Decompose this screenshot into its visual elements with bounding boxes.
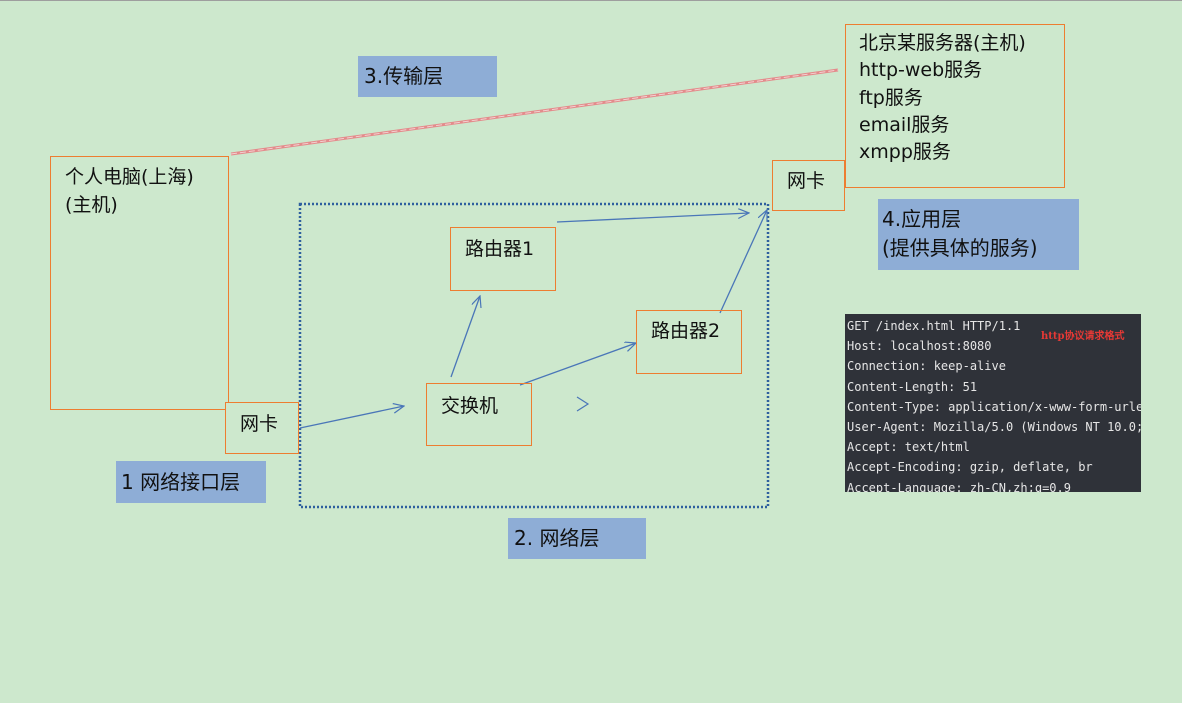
arrow-pc-nic-to-switch xyxy=(299,406,404,429)
http-line: Content-Length: 51 xyxy=(847,379,978,394)
server-service-xmpp: xmpp服务 xyxy=(859,141,951,164)
http-line: Connection: keep-alive xyxy=(847,359,1006,374)
server-host-title: 北京某服务器(主机) xyxy=(859,32,1026,54)
router1-label: 路由器1 xyxy=(465,238,535,260)
pc-host-subtitle: (主机) xyxy=(65,194,118,216)
http-line: Host: localhost:8080 xyxy=(847,339,992,354)
pc-host-title: 个人电脑(上海) xyxy=(65,166,194,188)
router2-label: 路由器2 xyxy=(651,320,721,342)
server-service-email: email服务 xyxy=(859,113,950,136)
http-line: Content-Type: application/x-www-form-url… xyxy=(847,399,1141,414)
layer-label-transport: 3.传输层 xyxy=(358,56,497,97)
http-line: User-Agent: Mozilla/5.0 (Windows NT 10.0… xyxy=(847,420,1141,435)
top-border-line xyxy=(0,0,1182,1)
http-request-note: http协议请求格式 xyxy=(1041,331,1125,342)
arrow-switch-to-router2 xyxy=(519,343,636,386)
server-host-box: 北京某服务器(主机) http-web服务 ftp服务 email服务 xmpp… xyxy=(845,24,1065,188)
http-line: Accept-Language: zh-CN,zh;q=0.9 xyxy=(847,480,1071,492)
http-line: Accept: text/html xyxy=(847,440,970,455)
arrow-switch-to-router1 xyxy=(450,296,480,378)
application-layer-subtitle: (提供具体的服务) xyxy=(882,236,1038,260)
server-nic-box: 网卡 xyxy=(772,160,845,211)
stray-chevron-mark xyxy=(576,396,590,412)
arrow-router1-to-server-nic xyxy=(556,213,749,223)
pc-nic-box: 网卡 xyxy=(225,402,299,454)
layer-label-application: 4.应用层 (提供具体的服务) xyxy=(878,199,1079,270)
switch-box: 交换机 xyxy=(426,383,532,446)
pc-nic-label: 网卡 xyxy=(240,413,279,435)
layer-label-interface: 1 网络接口层 xyxy=(116,461,266,503)
network-layer-region xyxy=(298,202,770,509)
server-nic-label: 网卡 xyxy=(787,170,826,192)
pc-host-box: 个人电脑(上海) (主机) xyxy=(50,156,229,410)
http-line: GET /index.html HTTP/1.1 xyxy=(847,319,1021,333)
http-request-panel: GET /index.html HTTP/1.1 Host: localhost… xyxy=(845,314,1141,492)
arrow-router2-to-server-nic xyxy=(719,210,767,314)
server-service-http: http-web服务 xyxy=(859,59,983,82)
switch-label: 交换机 xyxy=(441,395,499,417)
server-service-ftp: ftp服务 xyxy=(859,86,923,109)
router2-box: 路由器2 xyxy=(636,310,742,374)
router1-box: 路由器1 xyxy=(450,227,556,291)
application-layer-title: 4.应用层 xyxy=(882,207,962,231)
http-line: Accept-Encoding: gzip, deflate, br xyxy=(847,460,1093,475)
layer-label-network: 2. 网络层 xyxy=(508,518,646,559)
